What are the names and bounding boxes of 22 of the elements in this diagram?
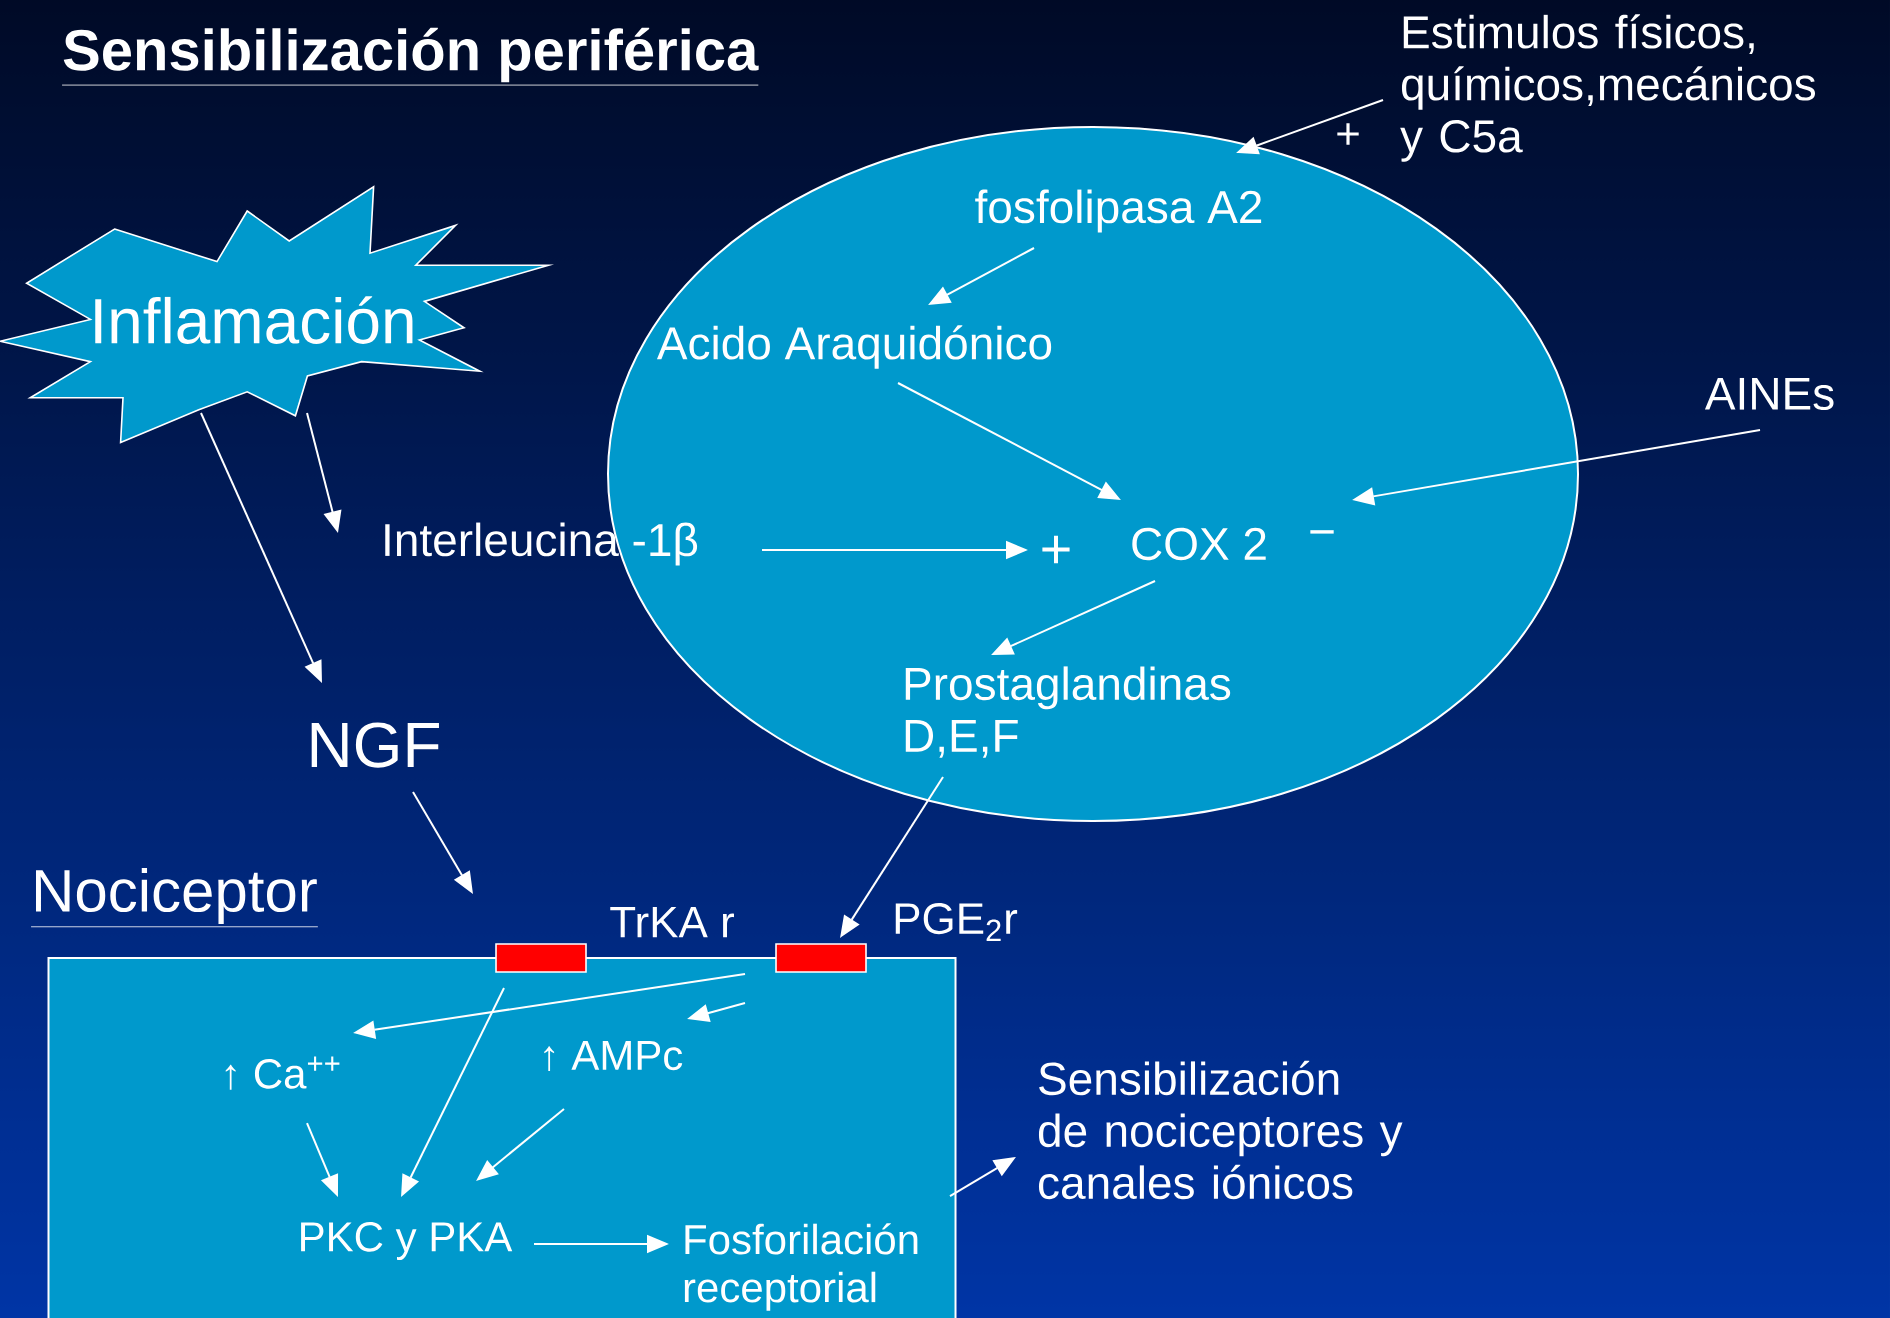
- inflammation-burst: Inflamación: [0, 185, 554, 444]
- node-text: Fosforilación receptorial: [684, 1223, 918, 1311]
- node-text: AINEs: [1704, 377, 1834, 411]
- receptor-label: PGE$_{2}$r: [895, 903, 1018, 941]
- sign-label: +: [1042, 535, 1070, 564]
- node-text: Prostaglandinas D,E,F: [905, 666, 1231, 758]
- node-text: ↑ Ca$^{++}$: [225, 1056, 340, 1090]
- node-text: NGF: [311, 722, 439, 768]
- node-text: COX 2: [1132, 527, 1266, 561]
- sign-label: −: [1310, 530, 1334, 534]
- receptor-bar: [775, 943, 867, 973]
- slide-title: Sensibilización periférica: [61, 27, 759, 86]
- node-label: Nociceptor: [35, 868, 317, 924]
- node-text: Estimulos físicos, químicos,mecánicos y C5a: [1400, 14, 1815, 162]
- node-text: PKC y PKA: [301, 1222, 513, 1261]
- node-text: Sensibilización de nociceptores y canales iónicos: [1038, 1060, 1403, 1200]
- node-text: ↑ AMPc: [544, 1040, 683, 1072]
- node-text: fosfolipasa A2: [975, 189, 1262, 233]
- sign-label: TrKA r: [610, 906, 734, 938]
- sign-label: +: [1337, 123, 1359, 145]
- receptor-bar: [495, 943, 587, 973]
- node-text: Acido Araquidónico: [656, 325, 1052, 369]
